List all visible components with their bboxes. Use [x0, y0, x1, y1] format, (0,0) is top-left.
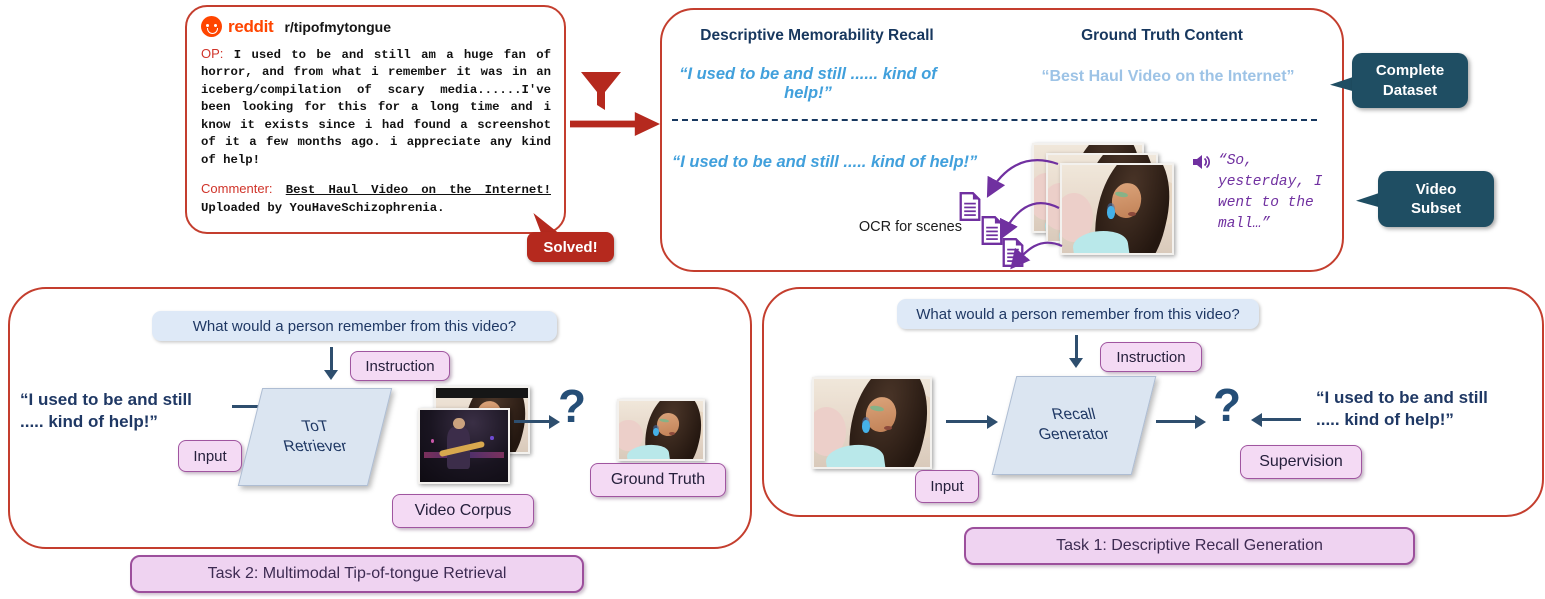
- badge-line: Dataset: [1382, 81, 1438, 99]
- down-arrow: [324, 347, 339, 380]
- target-text: “I used to be and still ..... kind of he…: [1316, 387, 1536, 431]
- retriever-line: Retriever: [281, 438, 349, 455]
- supervision-label: Supervision: [1240, 445, 1362, 479]
- ground-truth-thumbnail: [617, 399, 705, 461]
- right-arrow: [514, 414, 560, 429]
- complete-dataset-badge: Complete Dataset: [1352, 53, 1468, 108]
- transcript-line: went to the: [1218, 195, 1314, 211]
- ground-truth-label: Ground Truth: [590, 463, 726, 497]
- reddit-wordmark: reddit: [228, 16, 274, 36]
- ocr-document-icon: [958, 192, 982, 226]
- badge-line: Video: [1415, 180, 1457, 198]
- down-arrow: [1069, 335, 1084, 368]
- op-paragraph: OP: I used to be and still am a huge fan…: [201, 45, 551, 169]
- reddit-header: reddit r/tipofmytongue: [201, 16, 391, 37]
- op-label: OP:: [201, 46, 224, 61]
- op-text: I used to be and still am a huge fan of …: [201, 48, 551, 167]
- task1-panel: What would a person remember from this v…: [762, 287, 1544, 517]
- generator-line: Generator: [1036, 426, 1111, 444]
- video-corpus-label: Video Corpus: [392, 494, 534, 528]
- speaker-icon: [1193, 154, 1212, 178]
- recall-quote-full: “I used to be and still ...... kind of h…: [679, 65, 937, 102]
- subreddit-name: r/tipofmytongue: [284, 18, 391, 35]
- solved-badge: Solved!: [527, 232, 614, 262]
- commenter-rest: Uploaded by YouHaveSchizophrenia.: [201, 200, 445, 215]
- instruction-label: Instruction: [1100, 342, 1202, 372]
- target-line: ..... kind of help!”: [1316, 410, 1454, 429]
- instruction-label: Instruction: [350, 351, 450, 381]
- left-arrow: [1251, 412, 1301, 427]
- transcript-line: “So,: [1218, 153, 1253, 169]
- tot-retriever-block: ToT Retriever: [237, 388, 393, 486]
- task1-title: Task 1: Descriptive Recall Generation: [964, 527, 1415, 565]
- input-label: Input: [915, 470, 979, 503]
- row-divider: [672, 119, 1317, 121]
- query-line: “I used to be and still: [20, 390, 192, 409]
- right-arrow: [1156, 414, 1206, 429]
- dataset-panel: Descriptive Memorability Recall Ground T…: [660, 8, 1344, 272]
- transcript-line: mall…”: [1218, 216, 1271, 232]
- task2-panel: What would a person remember from this v…: [8, 287, 752, 549]
- input-video-thumbnail: [812, 377, 932, 469]
- ground-truth-column-header: Ground Truth Content: [1081, 27, 1243, 44]
- ocr-curved-arrows: [942, 150, 1067, 280]
- question-mark: ?: [1213, 379, 1242, 431]
- reddit-post-body: OP: I used to be and still am a huge fan…: [201, 45, 551, 217]
- reddit-logo-icon: [201, 16, 222, 37]
- commenter-paragraph: Commenter: Best Haul Video on the Intern…: [201, 180, 551, 217]
- transcript-line: yesterday, I: [1218, 174, 1323, 190]
- reddit-post-card: reddit r/tipofmytongue OP: I used to be …: [185, 5, 566, 234]
- prompt-box: What would a person remember from this v…: [897, 299, 1259, 329]
- generator-line: Recall: [1050, 406, 1098, 424]
- recall-quote-subset: “I used to be and still ..... kind of he…: [672, 153, 978, 171]
- corpus-frame-concert: [418, 408, 510, 484]
- tot-retriever-text: ToT Retriever: [281, 417, 349, 457]
- right-arrow: [946, 414, 998, 429]
- retriever-line: ToT: [299, 417, 330, 435]
- task2-title: Task 2: Multimodal Tip-of-tongue Retriev…: [130, 555, 584, 593]
- recall-column-header: Descriptive Memorability Recall: [700, 27, 934, 44]
- video-subset-badge: Video Subset: [1378, 171, 1494, 227]
- prompt-box: What would a person remember from this v…: [152, 311, 557, 341]
- ground-truth-quote: “Best Haul Video on the Internet”: [1041, 68, 1295, 85]
- ocr-label: OCR for scenes: [858, 219, 962, 235]
- video-frame-woman-front: [1060, 163, 1174, 255]
- commenter-link: Best Haul Video on the Internet!: [285, 183, 551, 198]
- audio-transcript: “So, yesterday, I went to the mall…”: [1193, 151, 1348, 235]
- commenter-label: Commenter:: [201, 181, 273, 197]
- query-line: ..... kind of help!”: [20, 412, 158, 431]
- filter-funnel-icon: [578, 70, 624, 117]
- badge-line: Complete: [1375, 62, 1445, 79]
- input-label: Input: [178, 440, 242, 472]
- query-text: “I used to be and still ..... kind of he…: [20, 389, 235, 433]
- badge-line: Subset: [1410, 200, 1461, 217]
- question-mark: ?: [558, 380, 587, 432]
- target-line: “I used to be and still: [1316, 388, 1488, 407]
